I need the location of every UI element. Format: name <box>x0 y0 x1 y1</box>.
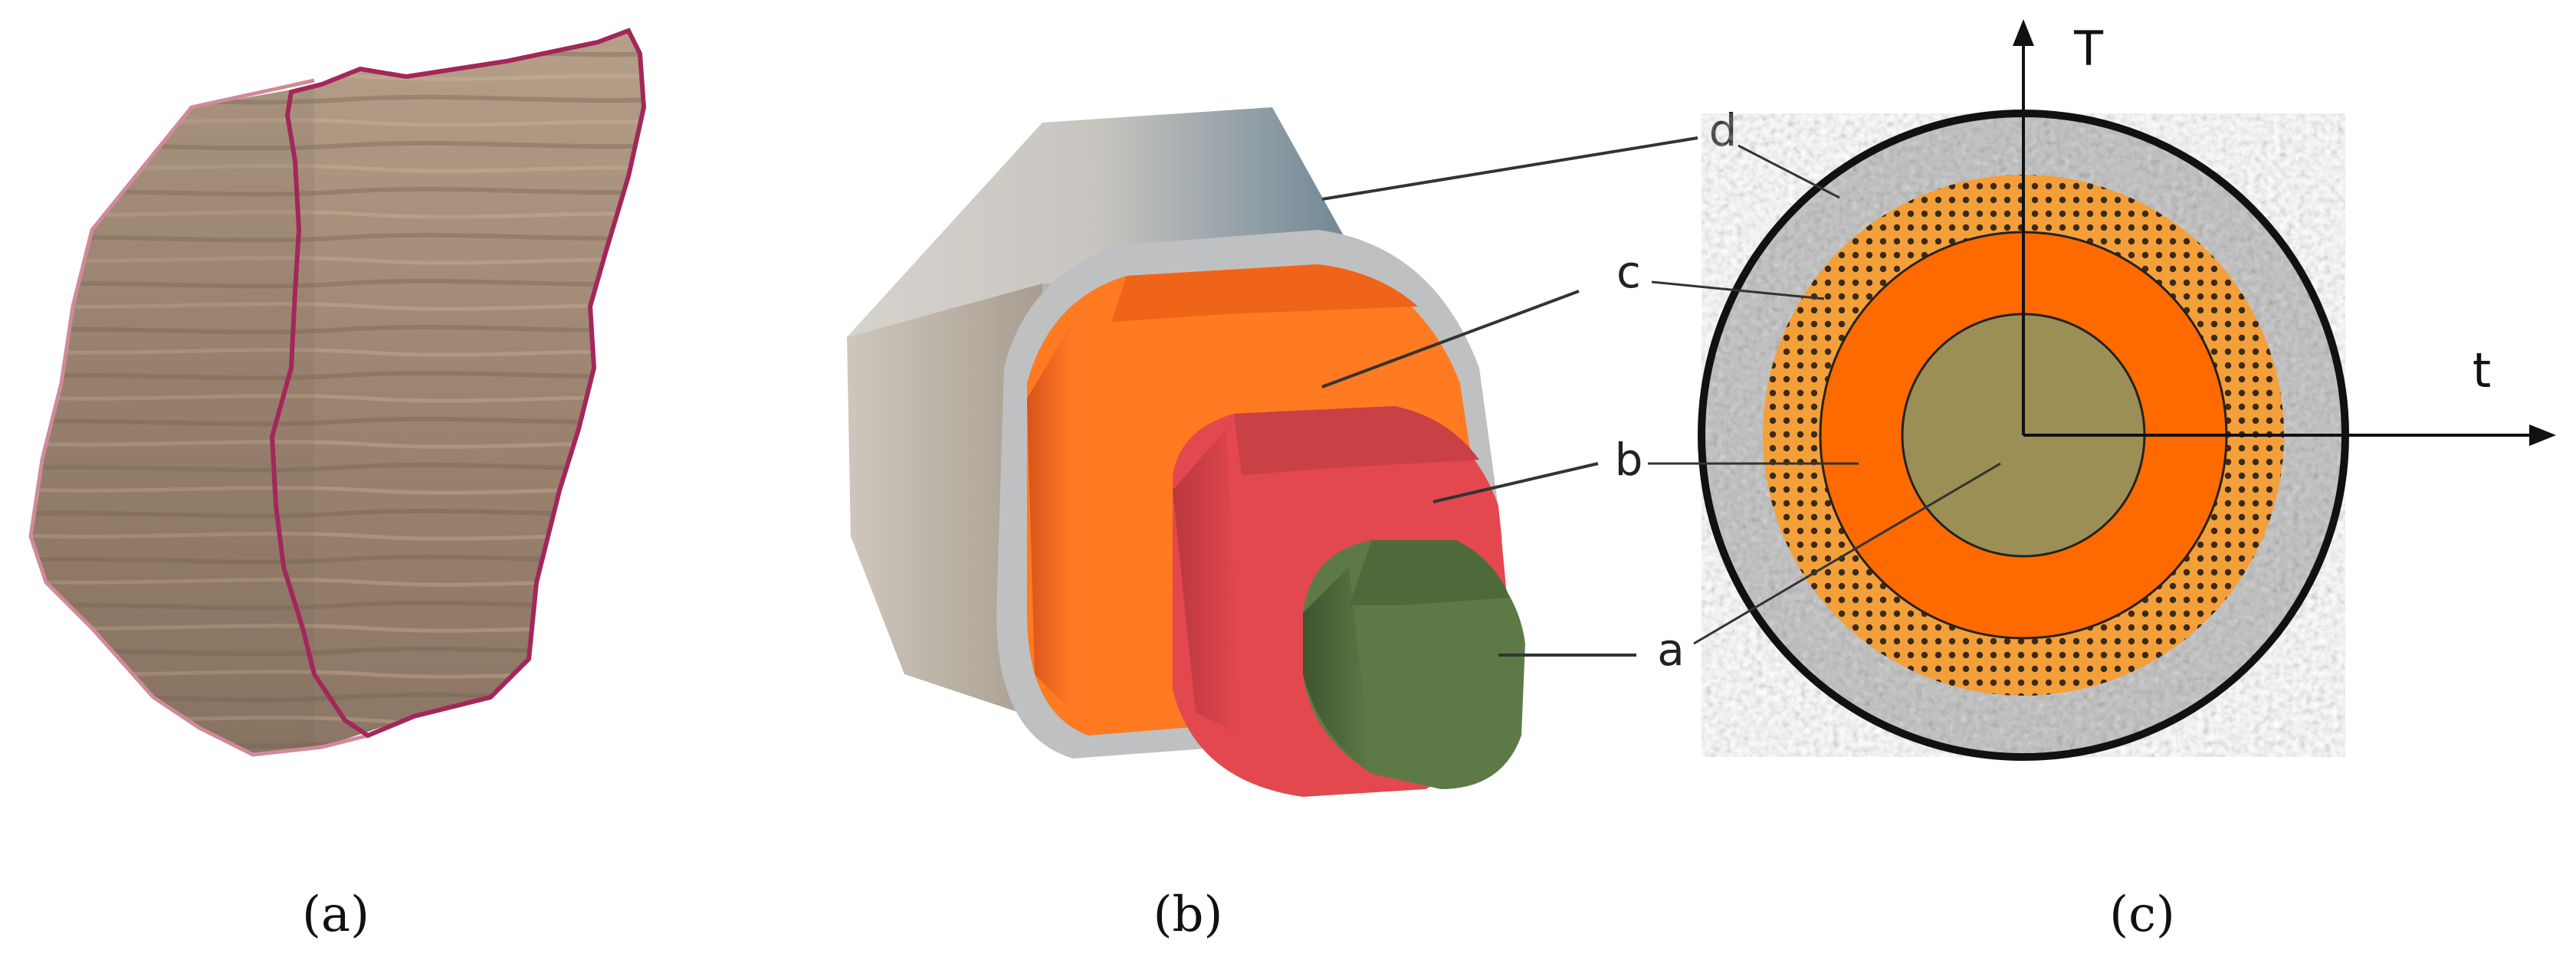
panel-c: T t (c) <box>1648 19 2556 943</box>
core-a-prism <box>1303 540 1525 789</box>
timber-sample-image <box>31 31 644 755</box>
axis-t: t <box>2023 342 2556 446</box>
label-d: d <box>1321 104 1738 201</box>
leader-d-ring <box>1738 144 1840 199</box>
svg-text:d: d <box>1709 104 1738 156</box>
axis-T: T <box>2013 19 2104 435</box>
sample-outline-right <box>269 28 647 739</box>
caption-b: (b) <box>1153 886 1223 943</box>
svg-text:a: a <box>1657 624 1685 676</box>
leader-c-ring <box>1651 280 1825 300</box>
sample-outline-left <box>28 78 369 757</box>
panel-b: d c b a (b) <box>847 104 1737 943</box>
leader-a-ring <box>1693 462 2001 645</box>
caption-a: (a) <box>302 886 369 943</box>
svg-text:b: b <box>1615 434 1643 486</box>
svg-text:t: t <box>2473 342 2491 398</box>
label-a: a <box>1498 624 1685 676</box>
svg-text:c: c <box>1616 246 1641 298</box>
label-b: b <box>1432 434 1643 503</box>
label-c: c <box>1321 246 1641 388</box>
panel-a: (a) <box>28 28 647 943</box>
svg-text:T: T <box>2073 21 2104 77</box>
caption-c: (c) <box>2109 886 2175 943</box>
